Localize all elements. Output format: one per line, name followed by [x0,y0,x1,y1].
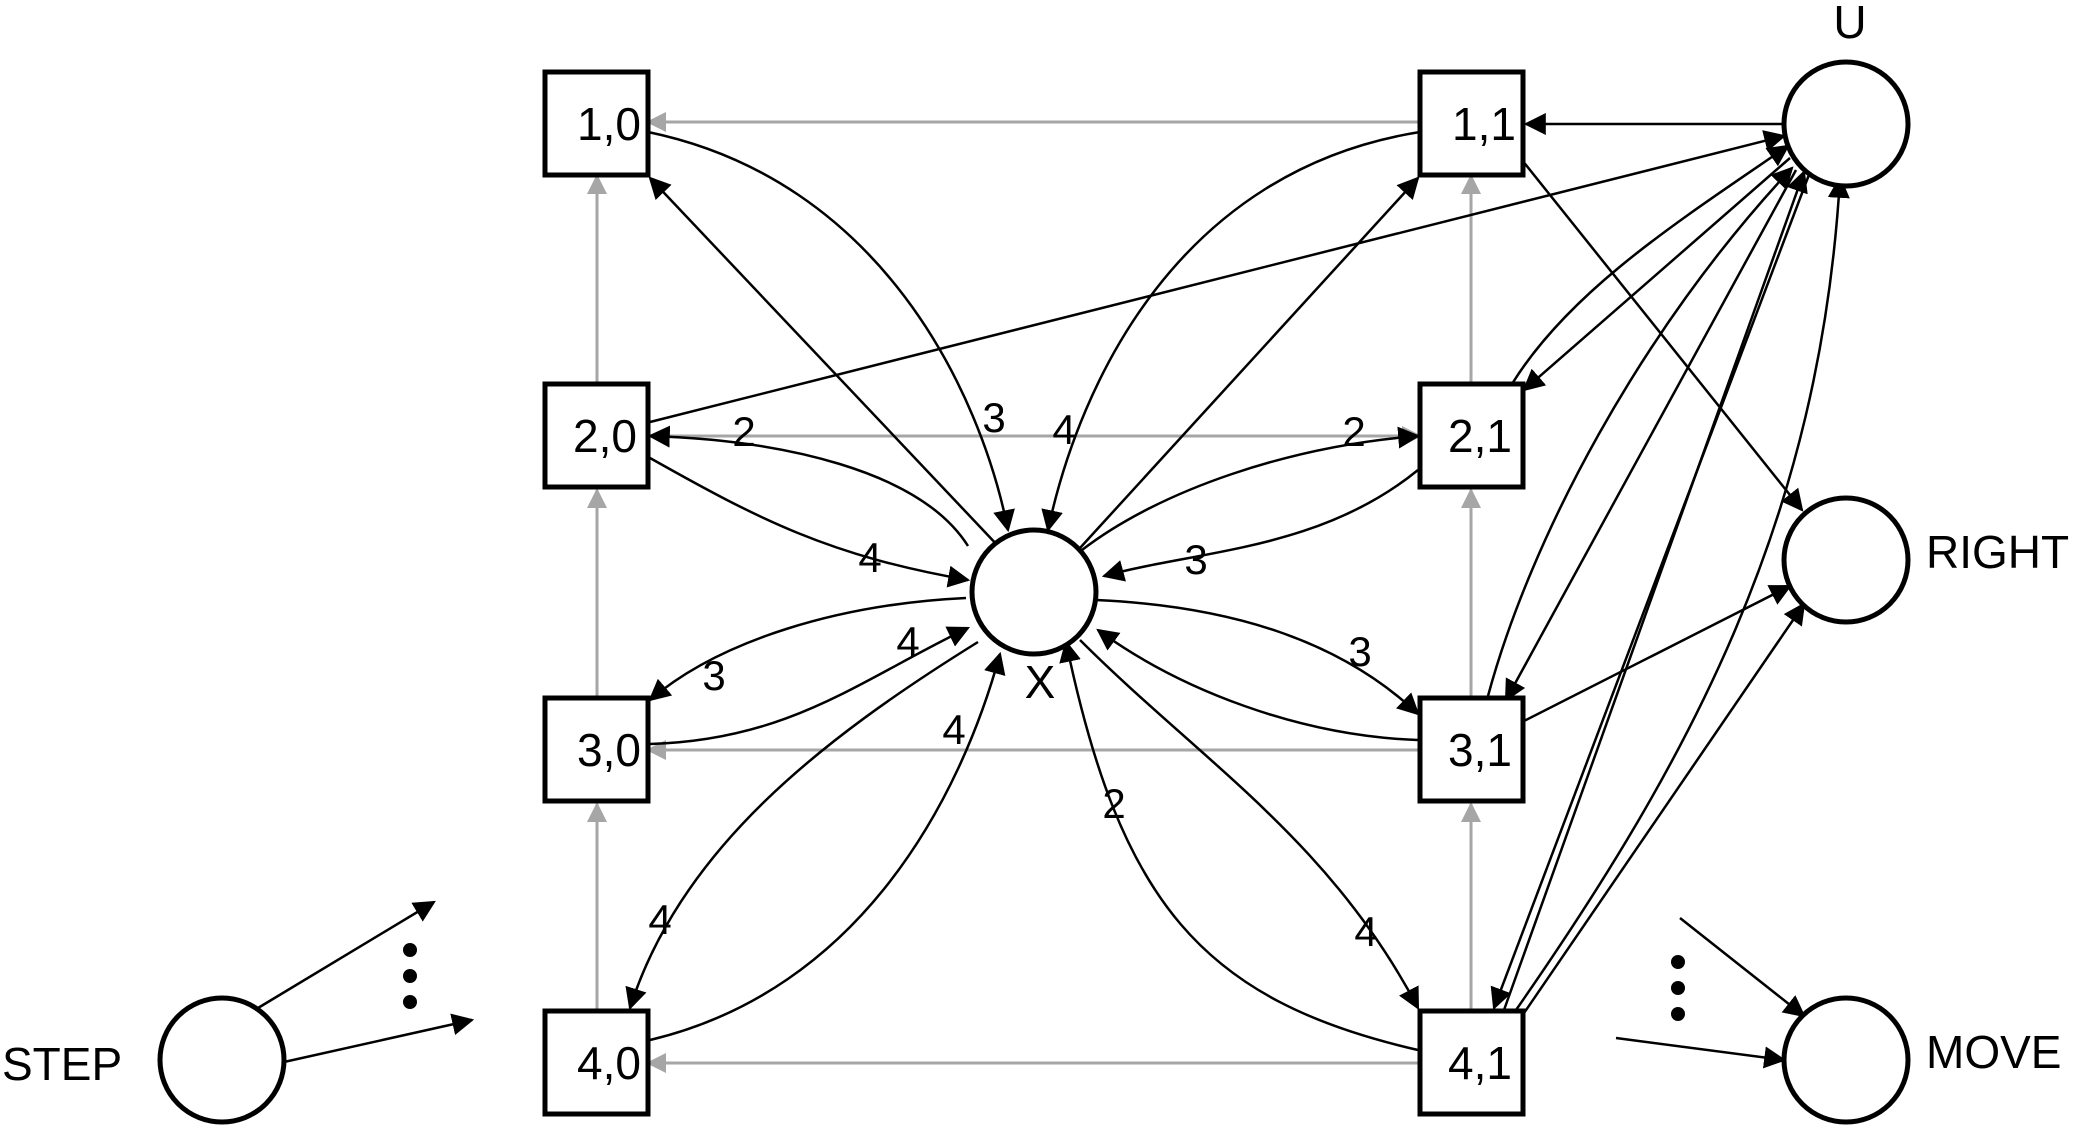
edge-1-1-to-right [1521,159,1804,512]
dot [403,969,417,983]
edge-step-out-b [283,1013,475,1064]
weight-label: 4 [942,706,965,753]
edge-3-1-to-u [1486,166,1794,697]
weight-label: 4 [896,618,919,665]
edge-2-1-to-u [1510,144,1790,385]
places: 1,0 2,0 3,0 4,0 1,1 2,1 3,1 4,1 [542,69,1526,1117]
edge-x-to-4-1 [1079,639,1420,1010]
weight-label: 4 [858,534,881,581]
edge-x-to-2-0 [647,425,970,547]
edge-4-1-to-x [1059,639,1419,1052]
edge-x-to-1-1 [1079,176,1420,549]
edge-2-0-to-x [649,456,971,588]
weight-label: 4 [1052,406,1075,453]
weight-label: 3 [1348,628,1371,675]
edge-2-0-to-u [649,130,1787,424]
weight-label: 4 [1354,908,1377,955]
weight-label: 3 [1184,536,1207,583]
weight-label: 2 [732,408,755,455]
weight-label: 3 [702,652,725,699]
edge-1-0-to-x [647,130,1015,533]
edge-into-move-b [1615,1036,1787,1069]
transitions [157,59,1911,1125]
place-label: 3,1 [1448,724,1512,776]
label-step: STEP [2,1038,122,1090]
edge-2-1-to-x [1101,469,1419,582]
place-label: 3,0 [577,724,641,776]
transition-step[interactable] [157,995,287,1125]
dot [1671,1007,1685,1021]
place-1-0[interactable]: 1,0 [542,69,651,178]
place-4-0[interactable]: 4,0 [542,1008,651,1117]
place-4-1[interactable]: 4,1 [1417,1008,1526,1117]
edge-4-0-to-x [649,651,1006,1042]
edge-x-to-1-0 [648,176,1001,549]
transition-x[interactable] [969,527,1099,657]
edge-u-to-4-1 [1490,171,1812,1011]
ellipsis-step [403,943,417,1009]
label-move: MOVE [1926,1026,2061,1078]
place-label: 1,0 [577,98,641,150]
place-label: 1,1 [1452,98,1516,150]
edge-4-1-to-right [1520,602,1806,1017]
place-label: 4,0 [577,1037,641,1089]
edge-u-to-2-1 [1522,157,1791,392]
edge-1-1-to-x [1041,130,1421,533]
transition-u[interactable] [1781,59,1911,189]
edge-x-to-3-0 [648,596,967,702]
place-label: 2,0 [573,410,637,462]
edge-x-to-2-1 [1081,426,1421,551]
transition-move[interactable] [1781,995,1911,1125]
weight-label: 3 [982,394,1005,441]
label-x: X [1025,656,1056,708]
ellipsis-move [1671,955,1685,1021]
grid-edges [587,112,1481,1073]
transition-right[interactable] [1781,495,1911,625]
label-u: U [1833,0,1866,48]
place-label: 2,1 [1448,410,1512,462]
place-2-0[interactable]: 2,0 [542,381,651,490]
label-right: RIGHT [1926,526,2069,578]
edge-4-1-to-u-a [1502,169,1808,1011]
place-label: 4,1 [1448,1037,1512,1089]
place-3-1[interactable]: 3,1 [1417,695,1526,804]
edge-3-1-to-x [1096,628,1419,742]
edge-3-0-to-x [649,626,970,746]
weight-labels: 3 4 2 4 4 3 4 2 3 3 2 4 4 [648,394,1377,955]
edge-into-move-a [1679,917,1806,1018]
edge-3-1-to-right [1521,584,1792,724]
edge-x-to-3-1 [1095,598,1420,716]
place-2-1[interactable]: 2,1 [1417,381,1526,490]
dot [403,943,417,957]
weight-label: 2 [1342,408,1365,455]
weight-label: 4 [648,896,671,943]
dot [1671,981,1685,995]
transition-labels: X U RIGHT MOVE STEP [2,0,2069,1090]
place-1-1[interactable]: 1,1 [1417,69,1526,178]
black-edges [257,113,1850,1069]
edge-x-to-4-0 [625,640,979,1011]
edge-u-to-3-1 [1504,169,1798,702]
weight-label: 2 [1102,780,1125,827]
edge-4-1-to-u-b [1514,175,1850,1011]
place-3-0[interactable]: 3,0 [542,695,651,804]
edge-step-out-a [257,900,436,1010]
dot [1671,955,1685,969]
dot [403,995,417,1009]
